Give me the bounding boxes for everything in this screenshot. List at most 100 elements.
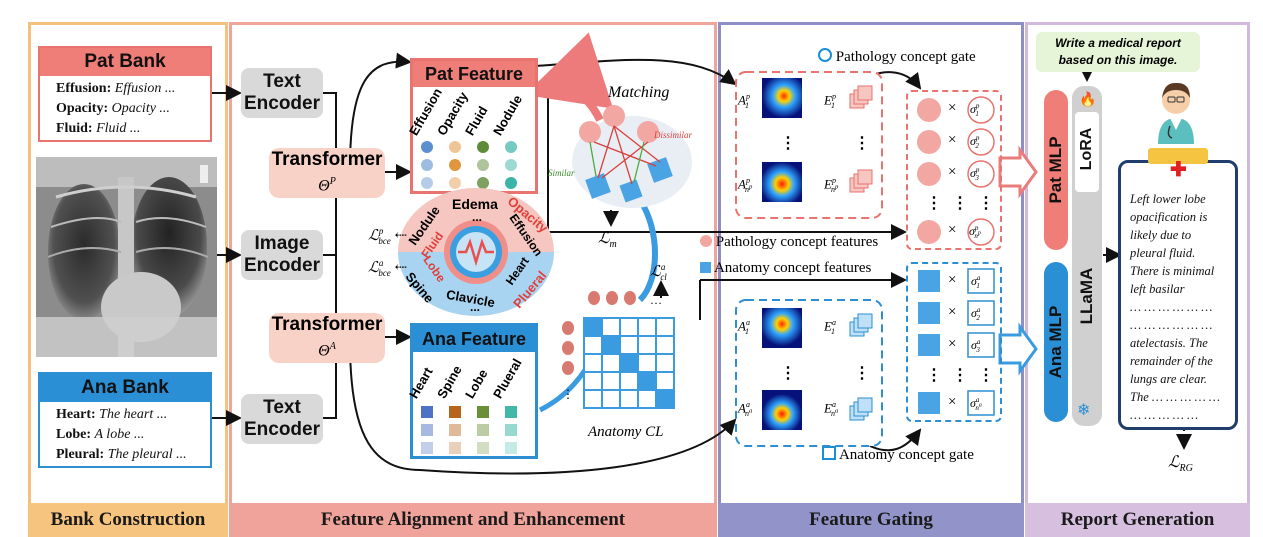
sigma-p: σpnp: [969, 224, 981, 241]
pat-feature-dots: [421, 141, 517, 189]
loss-cl: ℒacl: [650, 262, 667, 282]
sigma-a: σa2: [971, 306, 981, 323]
pat-mlp-block: [1044, 90, 1068, 250]
label-Ana: Aana: [738, 400, 753, 418]
legend-pat-gate: Pathology concept gate: [818, 48, 976, 66]
times-sign: ×: [948, 394, 957, 410]
sigma-p: σp3: [970, 166, 980, 183]
svg-text:⋮: ⋮: [978, 195, 994, 212]
heatmap-group-ana: ⋮ ⋮: [735, 299, 883, 447]
label-A1p: Ap1: [738, 92, 750, 110]
pat-col-label: Fluid: [462, 103, 491, 138]
matching-graph: [572, 105, 692, 208]
label-Ena: Eana: [824, 400, 839, 418]
times-sign: ×: [948, 336, 957, 352]
sigma-p: σp1: [970, 102, 980, 119]
label-E1a: Ea1: [824, 318, 836, 336]
pink-circle-icon: [700, 235, 712, 247]
ana-bank-row: Heart: The heart ...: [56, 407, 168, 422]
pat-bank: Pat Bank Effusion: Effusion ... Opacity:…: [38, 46, 212, 142]
sigma-a: σa3: [971, 338, 981, 355]
pat-gate-circles: ⋮ ⋮ ⋮: [917, 96, 995, 246]
legend-pat-feat: Pathology concept features: [700, 234, 878, 251]
loss-rg: ℒRG: [1168, 454, 1193, 475]
svg-text:⋮: ⋮: [926, 195, 942, 212]
times-sign: ×: [948, 164, 957, 180]
clipboard-clip: [1148, 148, 1208, 164]
pat-bank-row: Fluid: Fluid ...: [56, 121, 141, 136]
loss-bce-p: ℒpbce ⇠: [368, 226, 408, 246]
ana-bank-row: Pleural: The pleural ...: [56, 447, 187, 462]
svg-text:⋮: ⋮: [952, 367, 968, 384]
ana-col-label: Lobe: [462, 366, 491, 401]
ana-mlp-label: Ana MLP: [1046, 305, 1065, 379]
svg-text:⋮: ⋮: [952, 195, 968, 212]
wheel-word: ...: [472, 210, 483, 224]
footer-feature: Feature Alignment and Enhancement: [229, 503, 717, 537]
concept-wheel: [398, 188, 554, 316]
sigma-p: σp2: [970, 134, 980, 151]
times-sign: ×: [948, 222, 957, 238]
ana-gate-box: [906, 262, 1002, 422]
wheel-word: Edema: [452, 196, 498, 212]
ana-gate-squares: ⋮⋮⋮: [918, 268, 995, 416]
times-sign: ×: [948, 304, 957, 320]
hollow-circle-icon: [818, 48, 832, 62]
label-A1a: Aa1: [738, 318, 750, 336]
pat-bank-row: Effusion: Effusion ...: [56, 81, 176, 96]
loss-matching: ℒm: [598, 230, 617, 251]
anatomy-cl-title: Anatomy CL: [588, 424, 664, 440]
svg-text:⋮: ⋮: [978, 367, 994, 384]
ana-bank: Ana Bank Heart: The heart ... Lobe: A lo…: [38, 372, 212, 468]
chest-xray-image: [36, 157, 217, 357]
label-E1p: Ep1: [824, 92, 836, 110]
lora-block: [1075, 112, 1099, 192]
ana-feature-box: Ana Feature Heart Spine Lobe Plueral: [406, 323, 538, 459]
heatmap-group-pat: ⋮ ⋮: [735, 71, 883, 219]
svg-text:⋮: ⋮: [562, 387, 574, 401]
footer-report: Report Generation: [1025, 503, 1250, 537]
transformer-a: Transformer ΘA: [269, 313, 385, 363]
times-sign: ×: [948, 100, 957, 116]
red-cross-icon: ✚: [1170, 159, 1187, 181]
legend-ana-gate: Anatomy concept gate: [822, 446, 974, 464]
fire-icon: 🔥: [1079, 93, 1097, 108]
svg-text:⋮: ⋮: [780, 135, 796, 152]
ana-col-label: Spine: [434, 362, 465, 401]
llama-label: LLaMA: [1077, 267, 1096, 325]
label-Enp: Epnp: [824, 176, 839, 194]
footer-gating: Feature Gating: [718, 503, 1024, 537]
matching-dissimilar: Dissimilar: [654, 130, 693, 140]
legend-ana-feat: Anatomy concept features: [700, 260, 871, 277]
ana-feature-squares: [421, 406, 517, 454]
transformer-p: Transformer ΘP: [269, 148, 385, 198]
loss-bce-a: ℒabce ⇠: [368, 258, 408, 278]
times-sign: ×: [948, 272, 957, 288]
pat-feature-title: Pat Feature: [413, 61, 535, 87]
svg-text:⋮: ⋮: [854, 365, 870, 382]
sigma-a: σana: [970, 396, 982, 413]
footer-bank: Bank Construction: [28, 503, 228, 537]
ana-feature-title: Ana Feature: [413, 326, 535, 352]
ana-mlp-block: [1044, 262, 1068, 422]
hollow-square-icon: [822, 446, 836, 460]
pat-bank-row: Opacity: Opacity ...: [56, 101, 170, 116]
snowflake-icon: ❄: [1077, 402, 1091, 419]
wheel-word: ...: [470, 300, 481, 314]
ana-col-label: Plueral: [490, 355, 525, 401]
pat-feature-box: Pat Feature Effusion Opacity Fluid Nodul…: [406, 58, 538, 194]
pat-col-label: Nodule: [490, 92, 526, 138]
svg-text:⋮: ⋮: [780, 365, 796, 382]
blue-square-icon: [700, 262, 711, 273]
report-text: Left lower lobe opacification is likely …: [1130, 192, 1220, 422]
times-sign: ×: [948, 132, 957, 148]
matching-similar: Similar: [548, 168, 575, 178]
pat-gate-box: [906, 90, 1002, 250]
matching-title: Matching: [608, 84, 670, 101]
ana-col-label: Heart: [406, 364, 436, 401]
sigma-a: σa1: [971, 274, 981, 291]
